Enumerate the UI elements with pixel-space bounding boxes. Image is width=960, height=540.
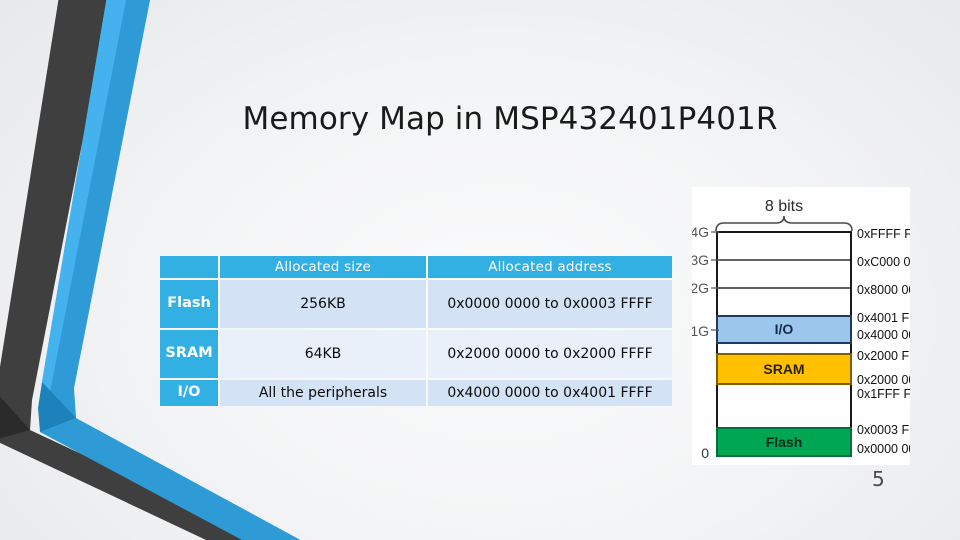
table-header-allocated-size: Allocated size (220, 256, 426, 278)
row-label-io: I/O (160, 380, 218, 406)
memory-allocation-table: Allocated size Allocated address Flash 2… (158, 254, 674, 408)
axis-label-2g: 2G (692, 280, 709, 296)
axis-label-4g: 4G (692, 224, 709, 240)
chevron-blue-highlight (42, 0, 127, 392)
address-label-c0000000: 0xC000 0000 (857, 255, 910, 269)
page-number: 5 (872, 467, 885, 491)
table-row: SRAM 64KB 0x2000 0000 to 0x2000 FFFF (160, 330, 672, 378)
cell-flash-size: 256KB (220, 280, 426, 328)
table-header-allocated-address: Allocated address (428, 256, 672, 278)
chevron-gray-bevel (0, 396, 30, 439)
axis-label-1g: 1G (692, 323, 709, 339)
axis-label-3g: 3G (692, 252, 709, 268)
row-label-sram: SRAM (160, 330, 218, 378)
address-label-1fffffff: 0x1FFF FFFF (857, 387, 910, 401)
table-row: I/O All the peripherals 0x4000 0000 to 0… (160, 380, 672, 406)
region-flash-label: Flash (766, 434, 803, 450)
figure-caption-8bits: 8 bits (765, 198, 803, 215)
address-label-0003ffff: 0x0003 FFFF (857, 423, 910, 437)
region-io-label: I/O (775, 321, 794, 337)
memory-allocation-table-wrapper: Allocated size Allocated address Flash 2… (158, 254, 672, 408)
address-label-20000000: 0x2000 0000 (857, 373, 910, 387)
region-flash (716, 427, 852, 457)
brace-icon (715, 215, 853, 232)
address-label-40000000: 0x4000 0000 (857, 328, 910, 342)
address-label-2000ffff: 0x2000 FFFF (857, 349, 910, 363)
address-label-ffffffff: 0xFFFF FFFF (857, 227, 910, 241)
axis-label-0: 0 (701, 445, 709, 461)
cell-io-address: 0x4000 0000 to 0x4001 FFFF (428, 380, 672, 406)
table-row: Flash 256KB 0x0000 0000 to 0x0003 FFFF (160, 280, 672, 328)
region-sram-label: SRAM (763, 361, 804, 377)
row-label-flash: Flash (160, 280, 218, 328)
address-label-80000000: 0x8000 0000 (857, 283, 910, 297)
table-header-row: Allocated size Allocated address (160, 256, 672, 278)
table-header-corner (160, 256, 218, 278)
memory-map-figure: 8 bits I/O SRAM Flash (692, 187, 910, 465)
region-sram (716, 353, 852, 385)
address-label-4001ffff: 0x4001 FFFF (857, 311, 910, 325)
cell-io-size: All the peripherals (220, 380, 426, 406)
address-label-00000000: 0x0000 0000 (857, 442, 910, 456)
page-title: Memory Map in MSP432401P401R (242, 101, 778, 137)
cell-flash-address: 0x0000 0000 to 0x0003 FFFF (428, 280, 672, 328)
cell-sram-address: 0x2000 0000 to 0x2000 FFFF (428, 330, 672, 378)
chevron-blue-bevel (38, 382, 76, 432)
cell-sram-size: 64KB (220, 330, 426, 378)
